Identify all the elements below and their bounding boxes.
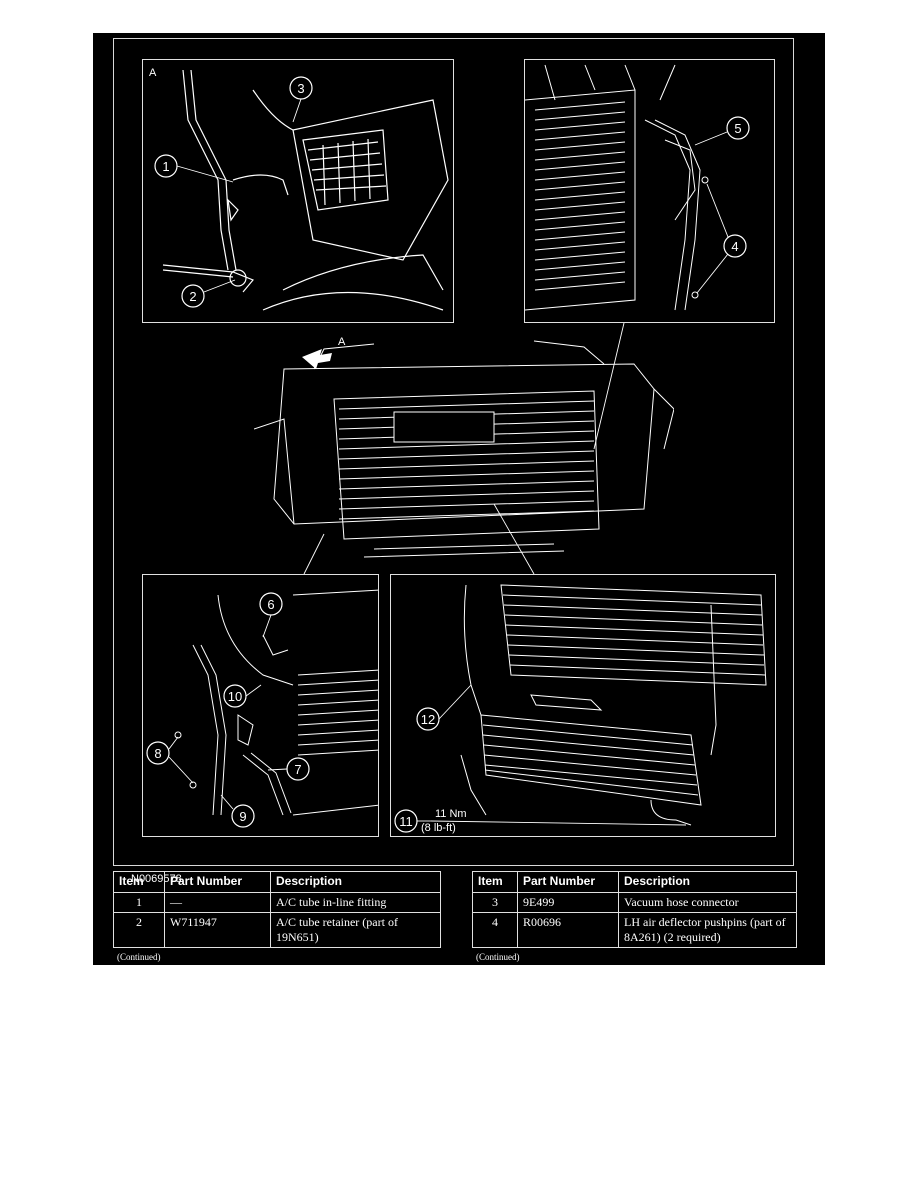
header-part-number: Part Number [517,871,619,893]
header-description: Description [618,871,797,893]
header-description: Description [270,871,441,893]
arrow-label-a: A [338,336,346,348]
header-part-number: Part Number [164,871,271,893]
detail-deflector-panel: 5 4 [524,59,775,323]
row-part-number: W711947 [164,912,271,948]
detail-lower-left-panel: 6 10 7 8 9 [142,574,379,837]
callout-2: 2 [189,289,196,304]
detail-a-drawing: 3 1 2 A [149,67,449,311]
continued-right: (Continued) [476,952,520,962]
detail-lower-left-drawing: 6 10 7 8 9 [146,589,378,828]
callout-12: 12 [421,712,435,727]
row-item: 4 [472,912,518,948]
callout-8: 8 [154,746,161,761]
table-row: 1 — A/C tube in-line fitting [113,892,441,913]
callout-3: 3 [297,81,304,96]
row-part-number: R00696 [517,912,619,948]
view-a-arrow [302,349,332,369]
callout-1: 1 [162,159,169,174]
table-header-row: Item Part Number Description [472,871,797,893]
row-item: 1 [113,892,165,913]
torque-lbft: (8 lb-ft) [421,822,456,834]
illustration-sheet: 3 1 2 A [93,33,825,965]
row-item: 3 [472,892,518,913]
table-row: 2 W711947 A/C tube retainer (part of 19N… [113,912,441,948]
row-description: Vacuum hose connector [618,892,797,913]
row-description: LH air deflector pushpins (part of 8A261… [618,912,797,948]
row-part-number: — [164,892,271,913]
torque-nm: 11 Nm [435,808,467,820]
header-item: Item [113,871,165,893]
callout-11: 11 [399,814,413,829]
parts-table-right: Item Part Number Description 3 9E499 Vac… [472,871,797,948]
table-row: 3 9E499 Vacuum hose connector [472,892,797,913]
callout-5: 5 [734,121,741,136]
callout-9: 9 [239,809,246,824]
callout-4: 4 [731,239,738,254]
parts-table-left: Item Part Number Description 1 — A/C tub… [113,871,441,948]
callout-6: 6 [267,597,274,612]
row-description: A/C tube in-line fitting [270,892,441,913]
row-description: A/C tube retainer (part of 19N651) [270,912,441,948]
row-item: 2 [113,912,165,948]
row-part-number: 9E499 [517,892,619,913]
detail-deflector-drawing: 5 4 [525,64,750,311]
header-item: Item [472,871,518,893]
detail-a-panel: 3 1 2 A [142,59,454,323]
detail-lower-right-panel: 12 11 11 Nm (8 lb-ft) [390,574,776,837]
view-label-a: A [149,67,157,79]
callout-10: 10 [228,689,242,704]
leader-lines [303,322,625,575]
callout-7: 7 [294,762,301,777]
detail-lower-right-drawing: 12 11 11 Nm (8 lb-ft) [394,584,767,834]
table-header-row: Item Part Number Description [113,871,441,893]
exploded-view-illustration: 3 1 2 A [113,38,794,866]
continued-left: (Continued) [117,952,161,962]
table-row: 4 R00696 LH air deflector pushpins (part… [472,912,797,948]
radiator-overview-drawing: A [254,336,674,558]
